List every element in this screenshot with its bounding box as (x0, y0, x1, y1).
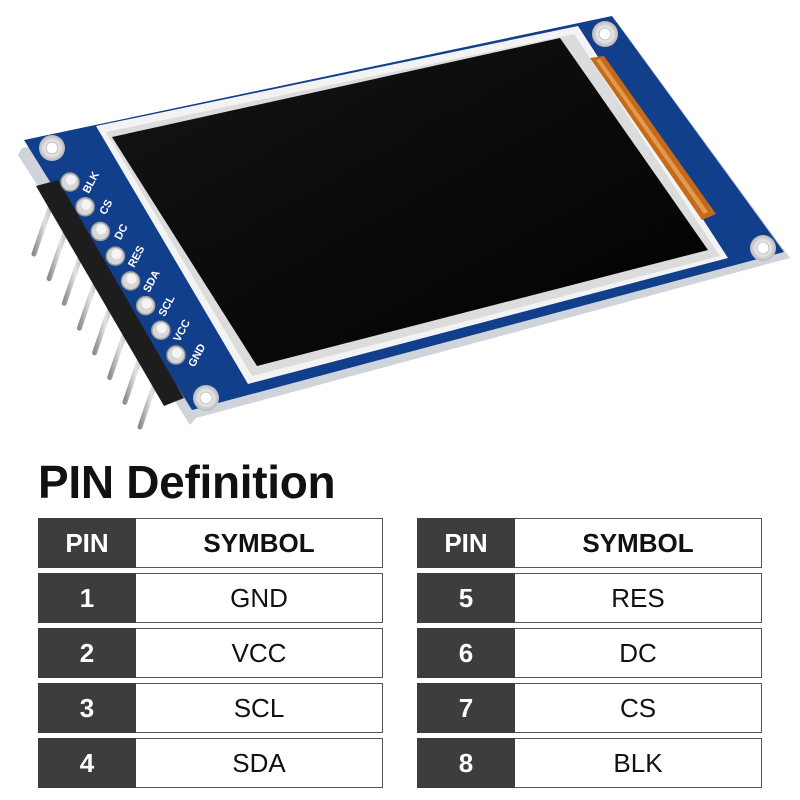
pin-column-header: PIN (417, 518, 515, 568)
solder-blob (96, 224, 107, 235)
pin-symbol: RES (515, 573, 762, 623)
pin-symbol: SCL (136, 683, 383, 733)
solder-pads (60, 172, 186, 365)
solder-blob (141, 298, 152, 309)
page-title: PIN Definition (38, 456, 336, 508)
symbol-column-header: SYMBOL (136, 518, 383, 568)
table-row: 2 VCC (38, 628, 383, 678)
lcd-screen (112, 38, 708, 366)
table-row: 5 RES (417, 573, 762, 623)
symbol-column-header: SYMBOL (515, 518, 762, 568)
pin-header-strip (36, 180, 184, 406)
pin-table-right: PIN SYMBOL 5 RES 6 DC 7 CS 8 BLK (417, 518, 762, 793)
pin-number: 5 (417, 573, 515, 623)
mounting-hole-bottom-left (193, 385, 219, 411)
pin-symbol: BLK (515, 738, 762, 788)
pin-number: 1 (38, 573, 136, 623)
solder-blob (156, 323, 167, 334)
pin-number: 7 (417, 683, 515, 733)
pin-number: 6 (417, 628, 515, 678)
mounting-hole-top-left (39, 135, 65, 161)
pin-number: 2 (38, 628, 136, 678)
table-row: 4 SDA (38, 738, 383, 788)
table-row: 7 CS (417, 683, 762, 733)
pin-symbol: VCC (136, 628, 383, 678)
solder-blob (111, 249, 122, 260)
table-row: 6 DC (417, 628, 762, 678)
pin-column-header: PIN (38, 518, 136, 568)
solder-blob (172, 348, 182, 358)
table-row: 8 BLK (417, 738, 762, 788)
pin-table-left: PIN SYMBOL 1 GND 2 VCC 3 SCL 4 SDA (38, 518, 383, 793)
table-row: 1 GND (38, 573, 383, 623)
pin-symbol: CS (515, 683, 762, 733)
solder-blob (66, 175, 76, 185)
pin-symbol: SDA (136, 738, 383, 788)
mounting-hole-top-right (592, 21, 618, 47)
pin-number: 3 (38, 683, 136, 733)
pin-symbol: GND (136, 573, 383, 623)
table-header-row: PIN SYMBOL (38, 518, 383, 568)
table-header-row: PIN SYMBOL (417, 518, 762, 568)
mounting-hole-bottom-right (750, 235, 776, 261)
pin-symbol: DC (515, 628, 762, 678)
flex-cable-highlight (596, 59, 708, 214)
table-row: 3 SCL (38, 683, 383, 733)
pin-number: 4 (38, 738, 136, 788)
solder-blob (81, 199, 92, 210)
solder-blob (126, 273, 137, 284)
pin-number: 8 (417, 738, 515, 788)
